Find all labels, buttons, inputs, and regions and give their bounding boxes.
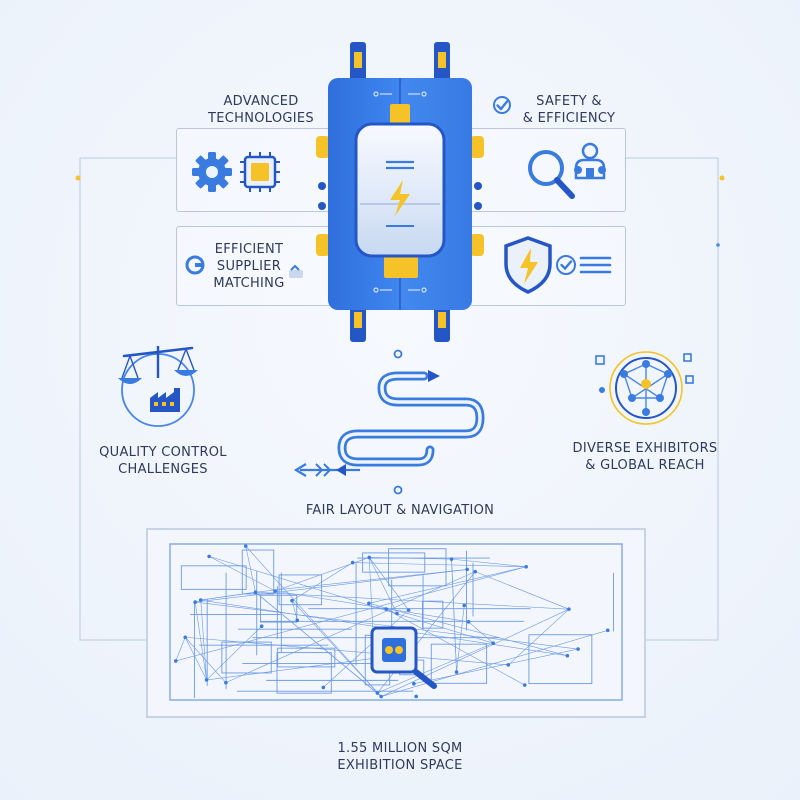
quality-control-label: QUALITY CONTROL CHALLENGES bbox=[99, 445, 227, 477]
gear-icon bbox=[192, 152, 232, 192]
chip-icon bbox=[240, 152, 280, 192]
supplier-logo-icon bbox=[185, 255, 205, 275]
supplier-matching-label: EFFICIENT SUPPLIER MATCHING bbox=[213, 242, 285, 291]
network-globe-icon bbox=[595, 351, 694, 425]
route-arrow-icon bbox=[293, 349, 485, 495]
checklist-icon bbox=[556, 255, 612, 275]
advanced-technologies-label: ADVANCED TECHNOLOGIES bbox=[208, 94, 314, 126]
fair-layout-label: FAIR LAYOUT & NAVIGATION bbox=[305, 503, 495, 518]
diverse-exhibitors-label: DIVERSE EXHIBITORS & GLOBAL REACH bbox=[572, 441, 718, 473]
floor-plan-icon bbox=[146, 528, 646, 718]
shield-lightning-icon bbox=[504, 236, 552, 294]
people-icon bbox=[574, 142, 606, 180]
magnifier-icon bbox=[528, 150, 575, 199]
balance-scale-icon bbox=[118, 346, 198, 427]
battery-module-icon bbox=[316, 42, 484, 342]
factory-icon bbox=[150, 388, 180, 412]
safety-efficiency-label: SAFETY & & EFFICIENCY bbox=[522, 94, 616, 126]
exhibition-space-label: 1.55 MILLION SQM EXHIBITION SPACE bbox=[337, 741, 463, 773]
check-badge-icon bbox=[493, 96, 511, 114]
handshake-icon bbox=[289, 264, 303, 278]
